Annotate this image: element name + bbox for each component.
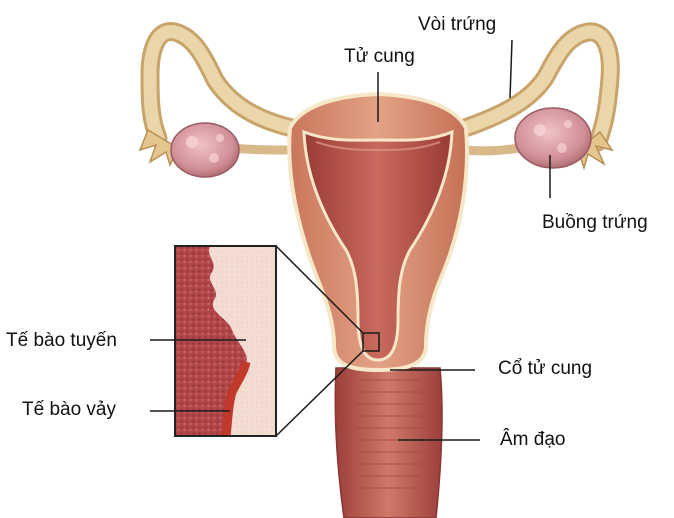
cell-inset [175, 246, 276, 436]
ovary-label: Buồng trứng [542, 212, 648, 234]
right-ovarian-ligament [465, 148, 520, 151]
right-ovary [515, 108, 591, 168]
fallopian-tube-label: Vòi trứng [418, 14, 496, 36]
vagina-shape [335, 368, 442, 518]
cervix-label: Cổ tử cung [498, 358, 592, 380]
uterus-label: Tử cung [344, 46, 415, 68]
vagina-label: Âm đạo [500, 429, 565, 451]
glandular-cells-label: Tế bào tuyến [6, 330, 117, 352]
fallopian-tube-leader [510, 40, 512, 98]
squamous-cells-label: Tế bào vảy [22, 399, 116, 421]
uterus-shape [289, 94, 467, 370]
left-ovary [171, 123, 239, 177]
